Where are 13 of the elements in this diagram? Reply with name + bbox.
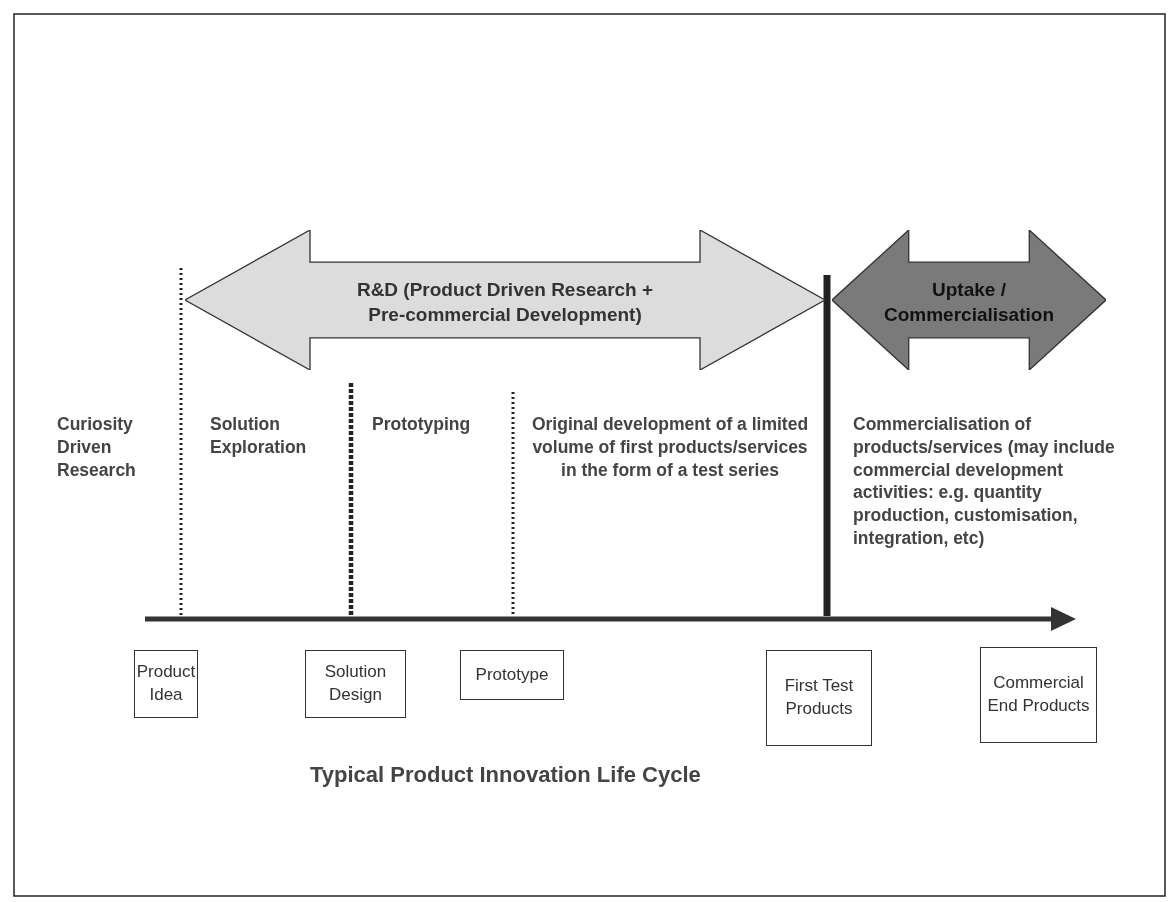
- phase-description: Original development of a limited volume of first products/services in the form of a test series: [530, 413, 810, 482]
- arrow-label: Uptake / Commercialisation: [883, 278, 1055, 327]
- milestone-box: Solution Design: [305, 650, 406, 718]
- milestone-box: Prototype: [460, 650, 564, 700]
- milestone-box: First Test Products: [766, 650, 872, 746]
- phase-description: Solution Exploration: [210, 413, 308, 459]
- phase-description: Commercialisation of products/services (may include commercial development activities: e.g. quantity production, customisation, integration, etc): [853, 413, 1116, 550]
- milestone-box: Product Idea: [134, 650, 198, 718]
- phase-description: Prototyping: [372, 413, 472, 436]
- phase-description: Curiosity Driven Research: [57, 413, 137, 482]
- arrow-label: R&D (Product Driven Research + Pre-commercial Development): [355, 278, 655, 327]
- milestone-box: Commercial End Products: [980, 647, 1097, 743]
- caption: Typical Product Innovation Life Cycle: [310, 762, 701, 788]
